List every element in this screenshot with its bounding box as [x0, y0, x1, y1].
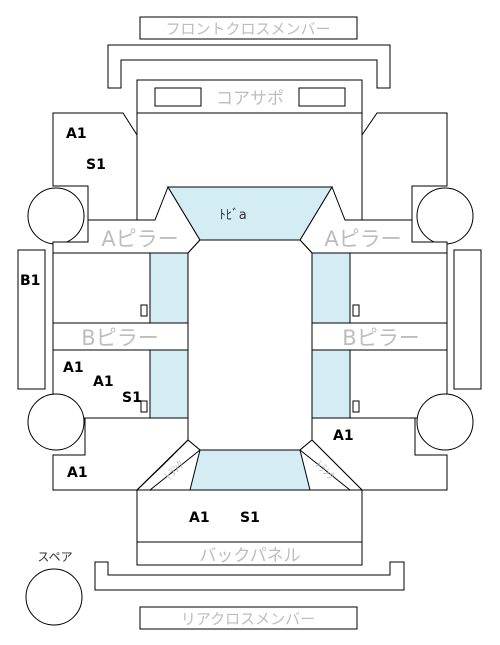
mark-rear-left-a1-3: A1 — [67, 465, 88, 481]
spare-label: スペア — [37, 550, 72, 564]
rear-cross-member-box — [139, 606, 358, 630]
left-side-sill — [17, 249, 46, 390]
b-pillar-left — [52, 322, 189, 351]
a-pillar-right-label: Aピラー — [324, 227, 401, 251]
right-front-door — [349, 252, 448, 324]
mark-rear-left-s1: S1 — [122, 390, 142, 406]
front-cross-member-box — [139, 16, 358, 40]
rear-cross-member-label: リアクロスメンバー — [181, 610, 315, 628]
right-side-sill — [453, 249, 482, 390]
a-pillar-left-label: Aピラー — [101, 227, 178, 251]
b-pillar-left-label: Bピラー — [81, 326, 158, 350]
left-rear-door-handle — [140, 400, 148, 413]
back-panel-box — [136, 541, 363, 566]
core-support-right-slot — [298, 87, 346, 107]
right-rocker-rear — [311, 349, 351, 419]
mark-rear-s1: S1 — [240, 510, 260, 526]
mark-rear-left-a1-2: A1 — [93, 374, 114, 390]
b-pillar-right — [311, 322, 448, 351]
left-rocker-rear — [149, 349, 189, 419]
rear-bumper-frame — [94, 561, 405, 591]
front-right-wheel — [416, 187, 474, 245]
trunk-left-divider — [136, 439, 189, 491]
rear-right-wheel — [416, 393, 474, 451]
trunk-center-panel — [189, 449, 311, 491]
back-panel-label: バックパネル — [199, 546, 300, 566]
front-left-wheel — [27, 187, 85, 245]
mark-rear-right-a1: A1 — [333, 428, 354, 444]
rear-left-quarter — [52, 417, 189, 491]
front-cross-member-label: フロントクロスメンバー — [165, 20, 330, 38]
mark-rear-a1: A1 — [189, 510, 210, 526]
left-rocker-front — [149, 252, 189, 324]
rear-panel — [136, 489, 363, 543]
dash-label: ﾄﾋﾞa — [219, 208, 246, 223]
right-front-door-handle — [352, 304, 360, 317]
right-rear-door-handle — [352, 400, 360, 413]
mark-front-left-s1: S1 — [86, 157, 106, 173]
core-support-left-slot — [154, 87, 202, 107]
rear-left-wheel — [27, 393, 85, 451]
cabin-inner — [187, 239, 313, 451]
mark-front-left-a1: A1 — [66, 126, 87, 142]
trunk-right-inner — [299, 449, 351, 491]
front-bumper-frame — [107, 44, 391, 89]
trunk-left-inner — [149, 449, 201, 491]
spare-tire — [25, 568, 83, 626]
mark-rear-left-a1-1: A1 — [63, 360, 84, 376]
b-pillar-right-label: Bピラー — [342, 326, 419, 350]
mark-left-b1: B1 — [20, 273, 40, 289]
front-right-fender — [361, 112, 448, 221]
right-rocker-front — [311, 252, 351, 324]
core-support-label: コアサポ — [216, 89, 284, 109]
left-front-door-handle — [140, 304, 148, 317]
left-front-door — [52, 252, 151, 324]
